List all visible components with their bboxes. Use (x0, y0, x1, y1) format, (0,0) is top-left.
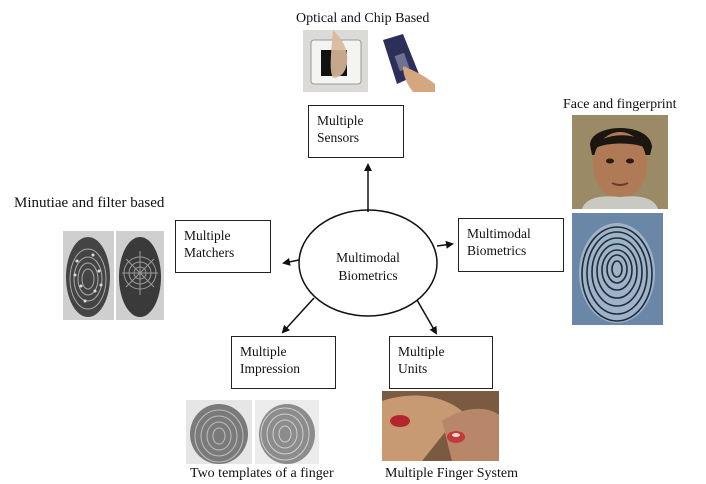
caption-impression: Two templates of a finger (190, 466, 334, 481)
fingerprint-image (572, 213, 663, 325)
box-units-line2: Units (398, 361, 428, 376)
box-multiple-matchers: Multiple Matchers (175, 220, 271, 273)
box-sensors-line1: Multiple (317, 113, 364, 128)
face-image (572, 115, 668, 209)
box-sensors-line2: Sensors (317, 130, 360, 145)
box-multiple-impression: Multiple Impression (231, 336, 336, 389)
box-multimodal-biometrics: Multimodal Biometrics (458, 218, 564, 272)
multiple-fingers-image (382, 391, 499, 461)
arrow-to-units (416, 299, 437, 335)
box-units-line1: Multiple (398, 344, 445, 359)
arrow-to-impression (281, 297, 315, 334)
center-label-line2: Biometrics (338, 268, 398, 283)
arrow-to-modalities (436, 240, 454, 249)
filter-fingerprint-image (116, 231, 164, 320)
box-modalities-line1: Multimodal (467, 226, 531, 241)
center-label-line1: Multimodal (336, 250, 400, 265)
optical-sensor-image (303, 30, 368, 92)
center-label: Multimodal Biometrics (313, 249, 423, 285)
minutiae-fingerprint-image (63, 231, 114, 320)
box-impression-line1: Multiple (240, 344, 287, 359)
template-image-2 (255, 400, 319, 464)
box-modalities-line2: Biometrics (467, 243, 527, 258)
caption-units: Multiple Finger System (385, 466, 518, 481)
arrow-to-matchers (282, 257, 300, 266)
chip-sensor-image (379, 32, 435, 92)
box-multiple-units: Multiple Units (389, 336, 493, 389)
box-matchers-line2: Matchers (184, 245, 235, 260)
template-image-1 (186, 400, 252, 464)
caption-modalities: Face and fingerprint (563, 97, 677, 112)
box-matchers-line1: Multiple (184, 228, 231, 243)
caption-sensors: Optical and Chip Based (296, 11, 430, 26)
box-multiple-sensors: Multiple Sensors (308, 105, 404, 158)
caption-matchers: Minutiae and filter based (14, 195, 165, 211)
box-impression-line2: Impression (240, 361, 300, 376)
